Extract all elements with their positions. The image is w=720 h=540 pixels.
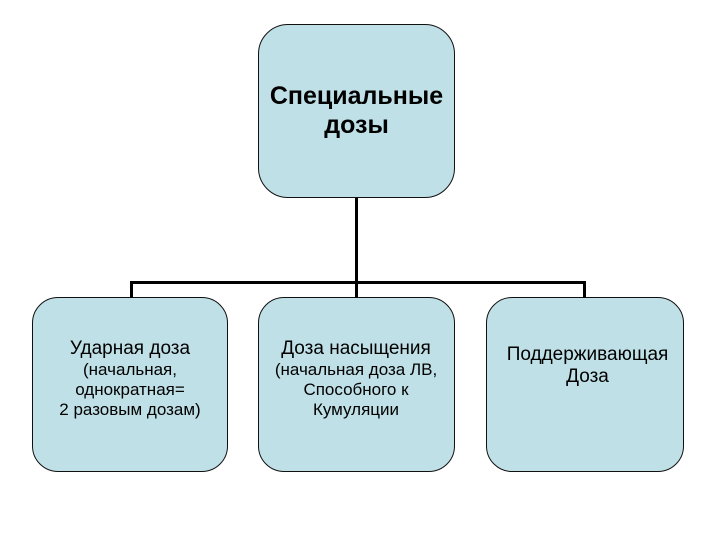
node-special-doses[interactable]: Специальные дозы bbox=[258, 24, 455, 198]
node-saturation-dose[interactable] bbox=[258, 297, 455, 472]
node-maintenance-dose[interactable] bbox=[486, 297, 684, 472]
connector-stub-left bbox=[130, 281, 133, 298]
node-special-doses-title: Специальные дозы bbox=[270, 82, 443, 141]
node-special-doses-title-line2: дозы bbox=[324, 111, 389, 139]
connector-horizontal-bar bbox=[130, 281, 586, 284]
node-special-doses-title-line1: Специальные bbox=[269, 81, 444, 110]
connector-trunk-vertical bbox=[355, 198, 358, 282]
connector-stub-middle bbox=[355, 281, 358, 298]
connector-stub-right bbox=[583, 281, 586, 298]
node-loading-dose[interactable] bbox=[32, 297, 228, 472]
